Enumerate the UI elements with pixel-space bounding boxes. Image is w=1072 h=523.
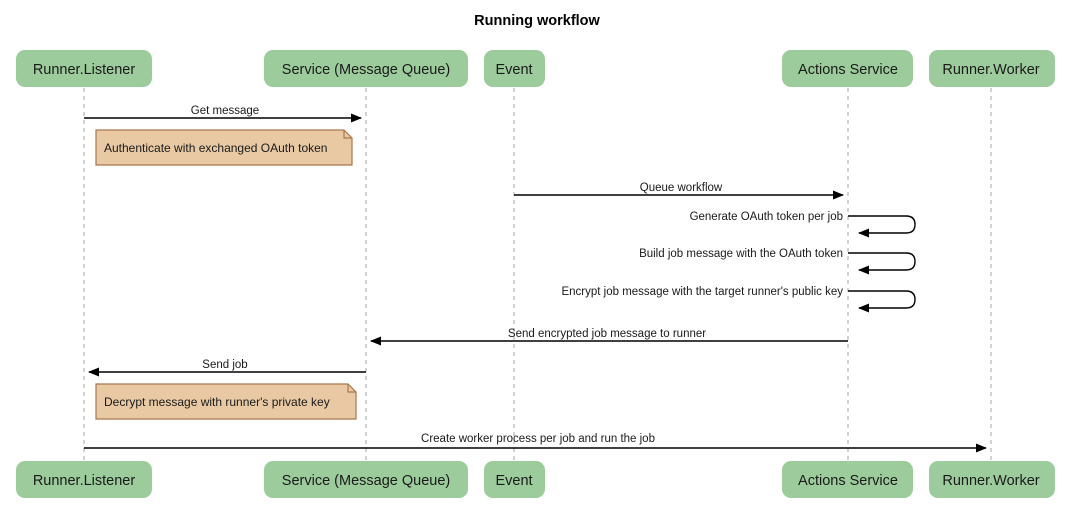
message-label: Get message [191,105,259,117]
participant-service-message-queue-header[interactable]: Service (Message Queue) [264,50,468,87]
participant-label: Runner.Listener [33,62,136,78]
participant-label: Event [495,473,532,489]
participant-label: Service (Message Queue) [282,473,450,489]
participant-box[interactable] [484,461,545,498]
participant-runner-worker-header[interactable]: Runner.Worker [929,50,1055,87]
diagram-title: Running workflow [474,13,600,29]
participant-actions-service-footer[interactable]: Actions Service [782,461,913,498]
message-encrypt-job-message[interactable]: Encrypt job message with the target runn… [561,286,916,313]
participant-label: Event [495,62,532,78]
message-label: Create worker process per job and run th… [421,433,655,445]
message-label: Build job message with the OAuth token [639,248,843,260]
message-self-loop-arrow [848,290,916,313]
message-send-job[interactable]: Send job [88,359,366,377]
participant-label: Actions Service [798,62,898,78]
note-authenticate: Authenticate with exchanged OAuth token [95,129,353,166]
message-create-worker-process[interactable]: Create worker process per job and run th… [84,433,987,453]
note-decrypt: Decrypt message with runner's private ke… [95,383,357,420]
lifelines-group [83,88,992,462]
participant-box[interactable] [264,50,468,87]
participants-footer: Runner.Listener Service (Message Queue) … [16,461,1055,498]
participant-label: Actions Service [798,473,898,489]
message-queue-workflow[interactable]: Queue workflow [514,182,844,200]
note-body [95,129,353,166]
message-self-loop-arrow [848,215,916,238]
participant-box[interactable] [929,50,1055,87]
message-build-job-message-with-oauth-token[interactable]: Build job message with the OAuth token [639,248,916,275]
message-label: Send encrypted job message to runner [508,328,706,340]
participant-box[interactable] [782,50,913,87]
participant-label: Runner.Worker [942,473,1039,489]
participant-event-header[interactable]: Event [484,50,545,87]
message-label: Queue workflow [640,182,723,194]
participant-actions-service-header[interactable]: Actions Service [782,50,913,87]
message-send-encrypted-job-message-to-runner[interactable]: Send encrypted job message to runner [370,328,848,346]
participant-runner-worker-footer[interactable]: Runner.Worker [929,461,1055,498]
participant-service-message-queue-footer[interactable]: Service (Message Queue) [264,461,468,498]
note-fold-icon [347,384,356,393]
participant-runner-listener-footer[interactable]: Runner.Listener [16,461,152,498]
message-label: Generate OAuth token per job [690,211,843,223]
message-generate-oauth-token-per-job[interactable]: Generate OAuth token per job [690,211,916,238]
participant-label: Runner.Worker [942,62,1039,78]
participant-box[interactable] [484,50,545,87]
message-get-message[interactable]: Get message [84,105,362,123]
note-body [95,383,357,420]
note-label: Authenticate with exchanged OAuth token [104,141,327,155]
participant-box[interactable] [16,461,152,498]
participant-label: Runner.Listener [33,473,136,489]
participant-label: Service (Message Queue) [282,62,450,78]
participant-box[interactable] [782,461,913,498]
message-self-loop-arrow [848,252,916,275]
message-label: Send job [202,359,247,371]
participant-runner-listener-header[interactable]: Runner.Listener [16,50,152,87]
message-label: Encrypt job message with the target runn… [561,286,843,298]
participants-header: Runner.Listener Service (Message Queue) … [16,50,1055,87]
participant-box[interactable] [929,461,1055,498]
note-label: Decrypt message with runner's private ke… [104,395,330,409]
participant-box[interactable] [16,50,152,87]
participant-box[interactable] [264,461,468,498]
note-fold-icon [343,130,352,139]
participant-event-footer[interactable]: Event [484,461,545,498]
